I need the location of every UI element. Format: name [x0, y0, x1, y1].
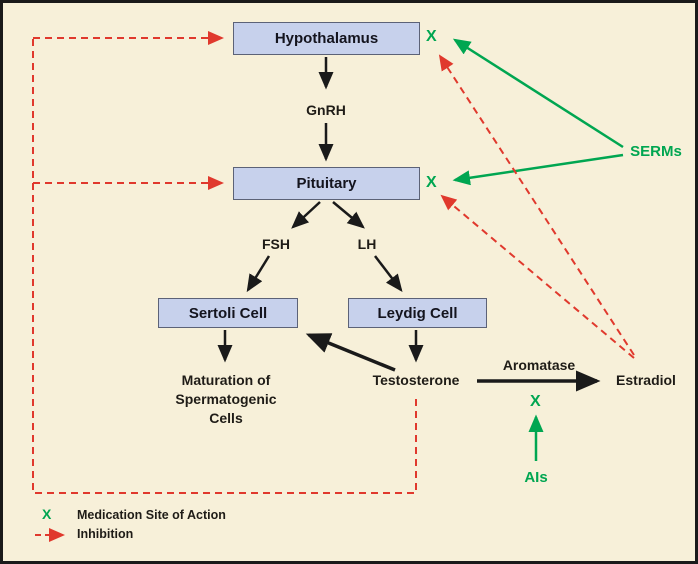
gnrh-label: GnRH	[306, 102, 346, 118]
diagram-arrows	[32, 31, 635, 542]
hypothalamus-site-x-marker: X	[426, 28, 437, 45]
serms-label: SERMs	[630, 143, 682, 160]
legend-x-symbol: X	[42, 506, 52, 522]
lh-label: LH	[357, 236, 377, 252]
ais-label: AIs	[524, 469, 548, 486]
pituitary-site-x-marker: X	[426, 174, 437, 191]
hypothalamus-node: Hypothalamus	[233, 22, 420, 55]
pituitary-node: Pituitary	[233, 167, 420, 200]
estradiol-label: Estradiol	[616, 372, 676, 388]
sertoli-cell-node: Sertoli Cell	[158, 298, 298, 328]
aromatase-site-x-marker: X	[530, 393, 541, 410]
maturation-label: Maturation of Spermatogenic Cells	[175, 372, 277, 426]
arrow-pituitary-to-fsh	[291, 201, 321, 229]
legend-medication-site-label: Medication Site of Action	[77, 508, 226, 522]
legend-inhibition-label: Inhibition	[77, 527, 134, 541]
arrow-pituitary-to-lh	[332, 201, 365, 229]
fsh-label: FSH	[262, 236, 290, 252]
leydig-cell-node: Leydig Cell	[348, 298, 487, 328]
aromatase-label: Aromatase	[502, 357, 576, 373]
arrow-serms-to-pituitary-x	[452, 153, 624, 186]
inhibition-estradiol-to-pituitary	[440, 194, 635, 359]
arrow-fsh-to-sertoli	[246, 255, 271, 293]
arrow-lh-to-leydig	[374, 255, 403, 292]
arrow-serms-to-hypothalamus-x	[452, 38, 624, 149]
testosterone-label: Testosterone	[372, 372, 460, 388]
arrow-testosterone-to-sertoli	[305, 333, 396, 372]
